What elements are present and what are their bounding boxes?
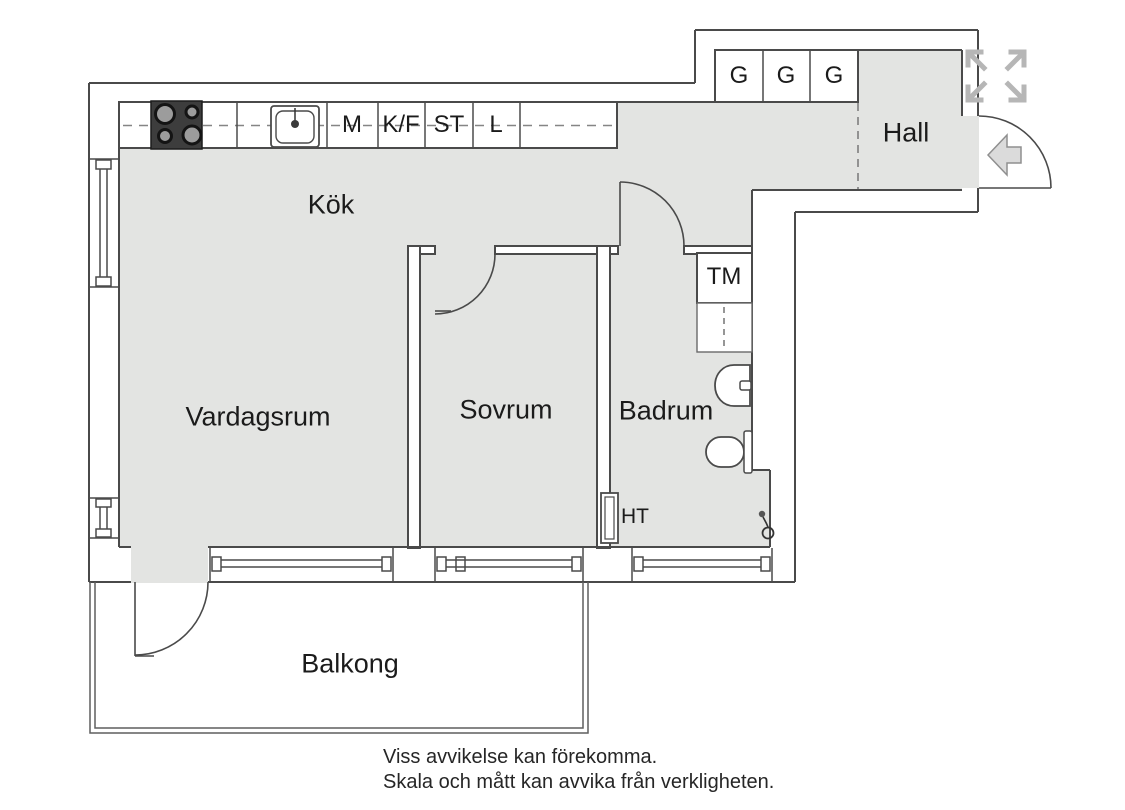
disclaimer-line-1: Viss avvikelse kan förekomma. — [383, 746, 658, 768]
room-label-sovrum: Sovrum — [459, 394, 553, 425]
balcony-railing — [89, 582, 589, 734]
window-bottom-bathroom — [631, 548, 773, 582]
interior-walls — [407, 245, 753, 549]
floor-main — [119, 50, 962, 548]
room-label-badrum: Badrum — [618, 395, 714, 426]
door-bedroom — [434, 253, 496, 315]
wardrobe-label-g2: G — [776, 62, 796, 89]
floor-areas — [119, 50, 979, 583]
kitchen-counter — [118, 100, 618, 150]
hall-wardrobes — [714, 49, 859, 103]
entrance-arrow-icon — [986, 133, 1022, 177]
door-balcony — [134, 581, 209, 657]
expand-arrows-icon[interactable] — [965, 49, 1027, 103]
counter-dividers — [236, 102, 521, 148]
wardrobe-label-g3: G — [824, 62, 844, 89]
door-bathroom — [619, 181, 685, 247]
wardrobe-label-g1: G — [729, 62, 749, 89]
kitchen-sink-icon — [270, 105, 320, 148]
window-bottom-bedroom — [434, 548, 584, 582]
towel-dryer-label: HT — [621, 505, 649, 528]
window-bottom-livingroom — [209, 548, 394, 582]
door-entrance — [978, 115, 1052, 189]
toilet-icon — [705, 430, 753, 474]
towel-dryer — [600, 492, 619, 544]
washing-machine — [696, 252, 753, 353]
room-label-vardagsrum: Vardagsrum — [185, 401, 331, 432]
wall-lines — [88, 29, 979, 583]
floor-entrance-doorway — [962, 116, 979, 188]
window-left-upper — [89, 158, 119, 288]
kitchen-unit-label-l: L — [489, 111, 503, 138]
kitchen-unit-label-m: M — [342, 111, 362, 138]
room-label-hall: Hall — [882, 117, 930, 148]
shower-icon — [758, 510, 775, 540]
floor-sovrum — [420, 254, 597, 548]
floor-balcony-doorway — [131, 547, 208, 583]
window-left-lower — [89, 497, 119, 539]
washing-machine-label: TM — [706, 263, 742, 290]
room-label-balkong: Balkong — [301, 648, 399, 679]
washbasin-icon — [714, 364, 752, 407]
kitchen-unit-label-st: ST — [433, 111, 465, 138]
kitchen-unit-label-kf: K/F — [382, 111, 420, 138]
room-label-kok: Kök — [307, 189, 355, 220]
stove-icon — [150, 100, 203, 150]
disclaimer-line-2: Skala och mått kan avvika från verklighe… — [383, 771, 775, 793]
